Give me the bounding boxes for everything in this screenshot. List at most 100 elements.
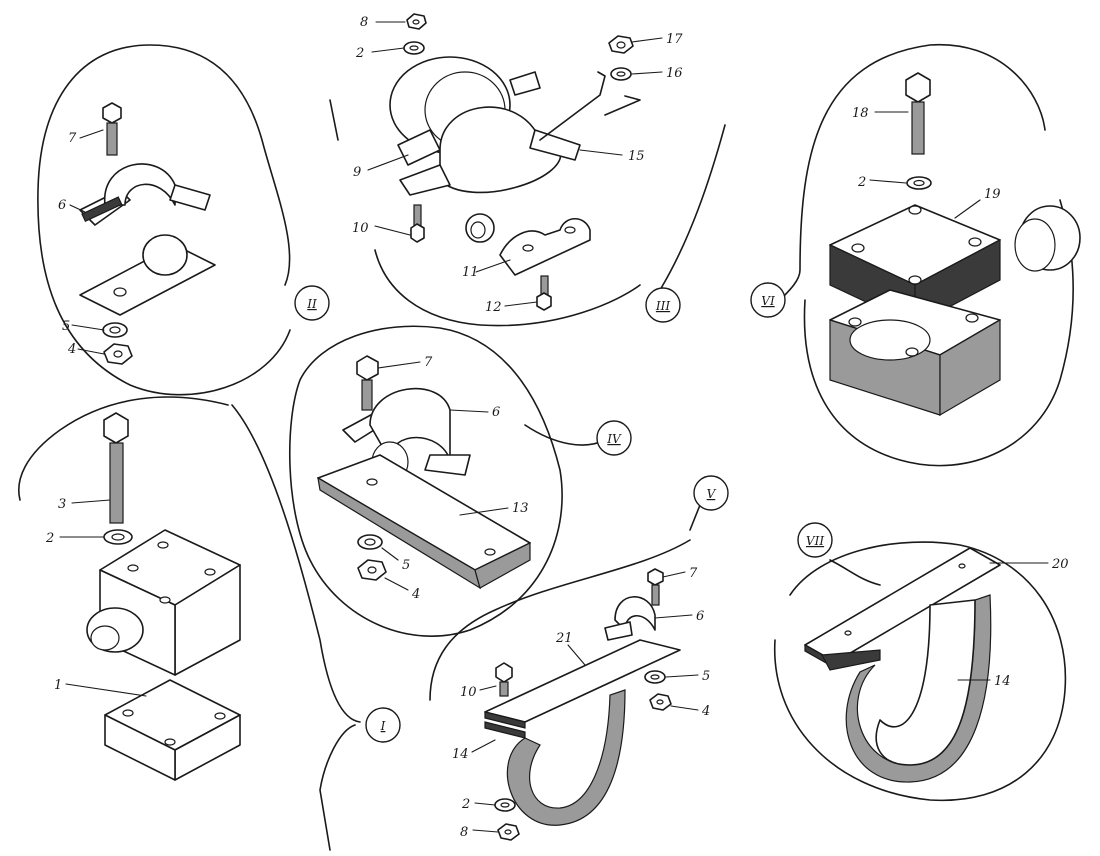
group-IV-label: IV	[606, 432, 622, 446]
strap-14-g7	[845, 594, 992, 783]
label-8-g5: 8	[460, 825, 468, 840]
label-8-g3: 8	[360, 15, 368, 30]
bolt-3-g1	[103, 412, 129, 524]
group-VI-marker: VI	[750, 282, 786, 318]
nut-4-g5	[649, 693, 672, 711]
label-12-g3: 12	[485, 300, 502, 315]
label-10-g5: 10	[460, 685, 477, 700]
label-11-g3: 11	[462, 265, 479, 280]
washer-2-g5	[494, 798, 516, 812]
label-7-g5: 7	[689, 566, 698, 581]
washer-5-g5	[644, 670, 666, 684]
group-VII-parts: 20 14	[804, 547, 1069, 783]
label-16-g3: 16	[666, 66, 683, 81]
strap-14-g5	[506, 689, 626, 826]
plate-13-g4	[317, 454, 531, 590]
wire-15-g3	[539, 71, 641, 141]
bushing-g6	[1014, 205, 1081, 272]
group-II-parts: 7 6 5 4	[58, 102, 216, 365]
group-I-marker: I	[365, 707, 401, 743]
plate-20-g7	[804, 547, 1001, 671]
nut-8-g3	[406, 13, 427, 30]
label-5-g2: 5	[62, 319, 70, 334]
label-7-g4: 7	[424, 355, 433, 370]
group-II-marker: II	[294, 285, 330, 321]
label-6-g2: 6	[58, 198, 66, 213]
label-21-g5: 21	[555, 631, 573, 646]
label-7-g2: 7	[68, 131, 77, 146]
group-V-label: V	[707, 487, 717, 501]
washer-2-g6	[906, 176, 932, 190]
label-4-g4: 4	[411, 587, 420, 602]
washer-2-g3	[403, 41, 425, 55]
block-lower-g6	[829, 289, 1001, 417]
bolt-7-g2	[102, 102, 122, 156]
group-I-parts: 3 2 1	[45, 412, 241, 781]
label-14-g5: 14	[452, 747, 469, 762]
label-4-g5: 4	[701, 704, 710, 719]
label-2-g6: 2	[857, 175, 866, 190]
label-18-g6: 18	[852, 106, 869, 121]
group-V-outline	[429, 504, 701, 701]
label-20-g7: 20	[1051, 557, 1069, 572]
label-2-g5: 2	[461, 797, 470, 812]
nut-4-g4	[357, 559, 387, 581]
label-6-g4: 6	[492, 405, 500, 420]
strap-plate-21-g5	[484, 639, 681, 739]
bracket-11-g3	[499, 217, 591, 276]
washer-16-g3	[610, 67, 632, 81]
label-10-g3: 10	[352, 221, 369, 236]
bolt-12-g3	[536, 275, 552, 311]
group-III-marker: III	[645, 287, 681, 323]
group-III-outline	[329, 99, 726, 327]
group-VII-marker: VII	[797, 522, 833, 558]
washer-5-g4	[357, 534, 383, 550]
nut-4-g2	[103, 343, 133, 365]
bolt-7-g4	[356, 355, 379, 411]
clamp-6-g5	[604, 596, 656, 641]
group-VII-outline	[773, 541, 1067, 802]
label-3-g1: 3	[58, 497, 66, 512]
label-5-g5: 5	[702, 669, 710, 684]
group-VI-parts: 18 2 19	[829, 72, 1081, 417]
label-15-g3: 15	[628, 149, 645, 164]
group-I-label: I	[380, 719, 386, 733]
label-4-g2: 4	[67, 342, 76, 357]
label-19-g6: 19	[984, 187, 1001, 202]
label-5-g4: 5	[402, 558, 410, 573]
group-VI-outline	[779, 43, 1074, 467]
group-V-marker: V	[693, 475, 729, 511]
group-III-label: III	[655, 299, 670, 313]
lower-block-g1	[104, 679, 241, 781]
label-2-g1: 2	[45, 531, 54, 546]
group-II-label: II	[306, 297, 317, 311]
base-plate-g2	[79, 234, 216, 316]
label-14-g7: 14	[994, 674, 1011, 689]
upper-block-g1	[86, 529, 241, 676]
clamp-6-g2	[79, 163, 211, 226]
group-IV-parts: 7 6 13 5 4	[317, 355, 531, 602]
group-VII-label: VII	[806, 534, 824, 548]
label-9-g3: 9	[353, 165, 361, 180]
bolt-10-g5	[495, 662, 513, 697]
label-6-g5: 6	[696, 609, 704, 624]
washer-5-g2	[102, 322, 128, 338]
spacer-g3	[465, 213, 495, 243]
nut-8-g5	[497, 823, 520, 841]
group-II-outline	[37, 44, 291, 396]
bolt-7-g5	[647, 568, 664, 606]
bolt-18-g6	[905, 72, 931, 155]
label-2-g3: 2	[355, 46, 364, 61]
group-III-parts: 8 2 9 10 11 12 17 16 15	[352, 13, 683, 315]
nut-17-g3	[608, 35, 634, 54]
label-1-g1: 1	[54, 678, 62, 693]
group-IV-marker: IV	[596, 420, 632, 456]
group-I-outline	[18, 396, 361, 851]
group-VI-label: VI	[761, 294, 775, 308]
label-13-g4: 13	[512, 501, 529, 516]
washer-2-g1	[103, 529, 133, 545]
group-V-parts: 7 6 21 10 5 4 14 2 8	[452, 566, 710, 841]
label-17-g3: 17	[666, 32, 683, 47]
